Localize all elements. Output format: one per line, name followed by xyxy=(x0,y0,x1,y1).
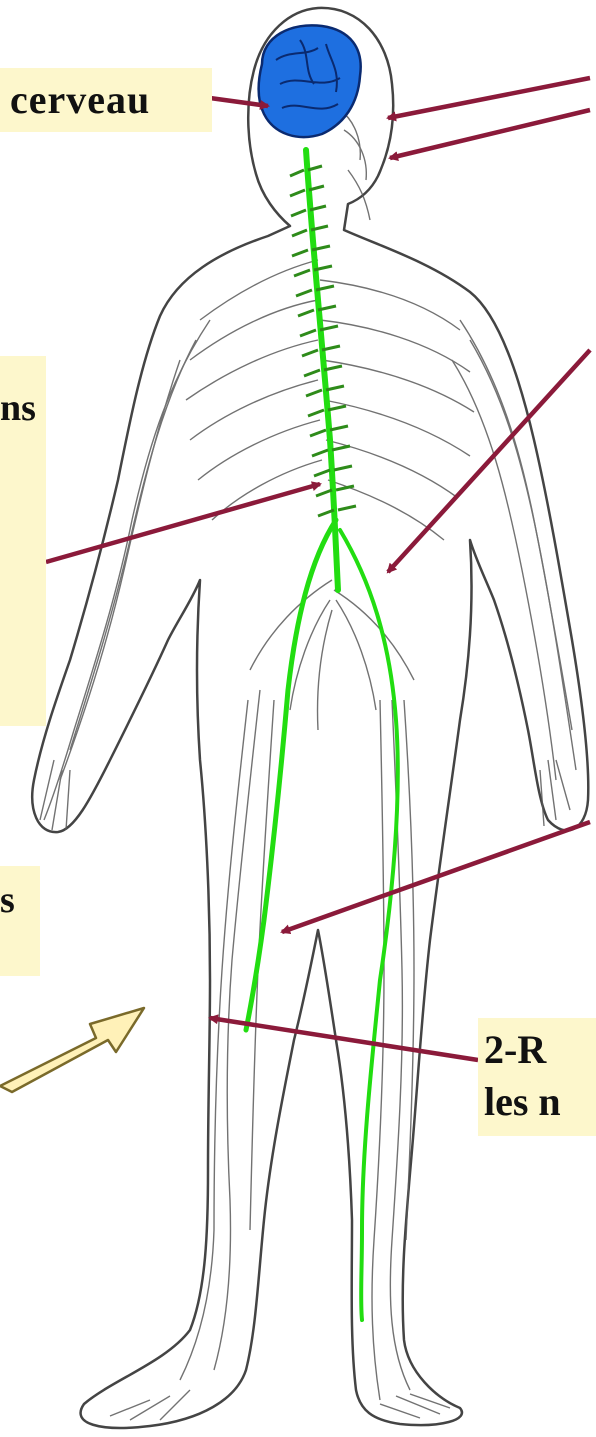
label-cerveau: cerveau xyxy=(0,68,212,132)
label-right-low-line1: 2-R xyxy=(484,1024,561,1076)
label-left-mid: ns xyxy=(0,356,46,726)
label-left-mid-text: ns xyxy=(0,386,36,430)
label-left-low-text: s xyxy=(0,878,15,922)
label-right-low-line2: les n xyxy=(484,1076,561,1128)
arrow-top-right-1 xyxy=(388,78,590,118)
label-right-low: 2-R les n xyxy=(478,1018,596,1136)
label-cerveau-text: cerveau xyxy=(10,76,150,123)
label-right-low-text: 2-R les n xyxy=(484,1024,561,1128)
label-left-low: s xyxy=(0,866,40,976)
arrow-icon xyxy=(0,1008,144,1092)
arrow-top-right-2 xyxy=(390,110,590,158)
